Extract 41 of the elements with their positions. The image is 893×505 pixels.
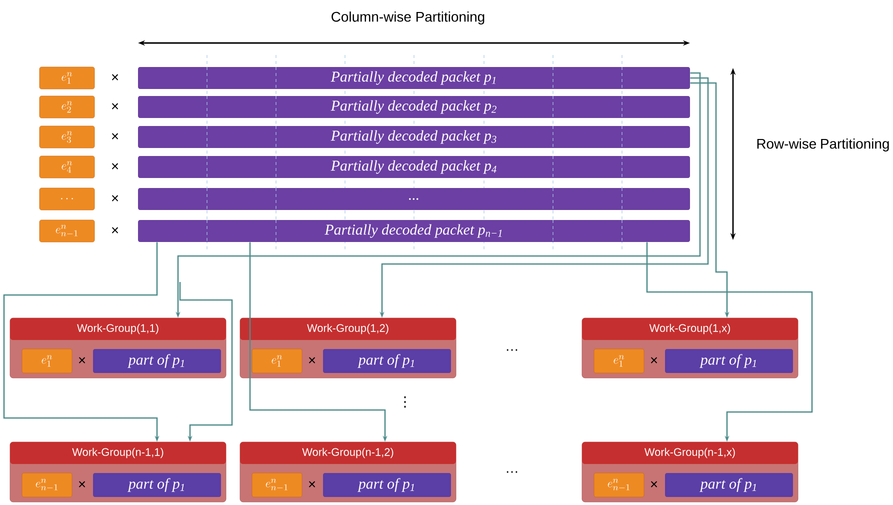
coefficient-box: $e_{4}^{n}$ (39, 156, 95, 178)
dimension-label: Column-wise Partitioning (332, 12, 484, 24)
multiply-sign: × (112, 227, 118, 234)
multiply-sign: × (112, 103, 118, 110)
coefficient-box: $\cdots$ (39, 188, 95, 210)
part-box: part of p$_{1}$ (665, 473, 793, 497)
multiply-sign: × (308, 357, 316, 364)
ellipsis: … (506, 349, 518, 351)
part-box: part of p$_{1}$ (93, 349, 221, 373)
coefficient-box: $e_{1}^{n}$ (252, 348, 302, 374)
multiply-sign: × (650, 481, 658, 488)
packet-bar: Partially decoded packet p$_{n−1}$ (138, 220, 690, 242)
multiply-sign: × (112, 163, 118, 170)
multiply-sign: × (112, 74, 118, 80)
multiply-sign: × (112, 195, 118, 202)
part-box: part of p$_{1}$ (665, 349, 793, 373)
packet-bar: Partially decoded packet p$_{4}$ (138, 156, 690, 178)
multiply-sign: × (650, 357, 658, 364)
coefficient-box: $e_{n-1}^{n}$ (39, 220, 95, 242)
packet-bar: Partially decoded packet p$_{1}$ (138, 67, 690, 89)
packet-bar: ... (138, 188, 690, 210)
coefficient-box: $e_{1}^{n}$ (39, 66, 95, 90)
multiply-sign: × (308, 481, 316, 488)
coefficient-box: $e_{n-1}^{n}$ (252, 472, 302, 498)
part-box: part of p$_{1}$ (323, 349, 451, 373)
coefficient-box: $e_{1}^{n}$ (22, 348, 72, 374)
ellipsis: ⋮ (404, 396, 406, 408)
dimension-label: Row-wise Partitioning (757, 138, 889, 152)
part-box: part of p$_{1}$ (323, 473, 451, 497)
multiply-sign: × (112, 133, 118, 140)
ellipsis: … (506, 471, 518, 473)
multiply-sign: × (78, 357, 86, 364)
packet-bar: Partially decoded packet p$_{2}$ (138, 96, 690, 118)
coefficient-box: $e_{2}^{n}$ (39, 96, 95, 118)
part-box: part of p$_{1}$ (93, 473, 221, 497)
coefficient-box: $e_{n-1}^{n}$ (22, 472, 72, 498)
multiply-sign: × (78, 481, 86, 488)
coefficient-box: $e_{n-1}^{n}$ (594, 472, 644, 498)
coefficient-box: $e_{1}^{n}$ (594, 348, 644, 374)
packet-bar: Partially decoded packet p$_{3}$ (138, 126, 690, 148)
coefficient-box: $e_{3}^{n}$ (39, 126, 95, 148)
